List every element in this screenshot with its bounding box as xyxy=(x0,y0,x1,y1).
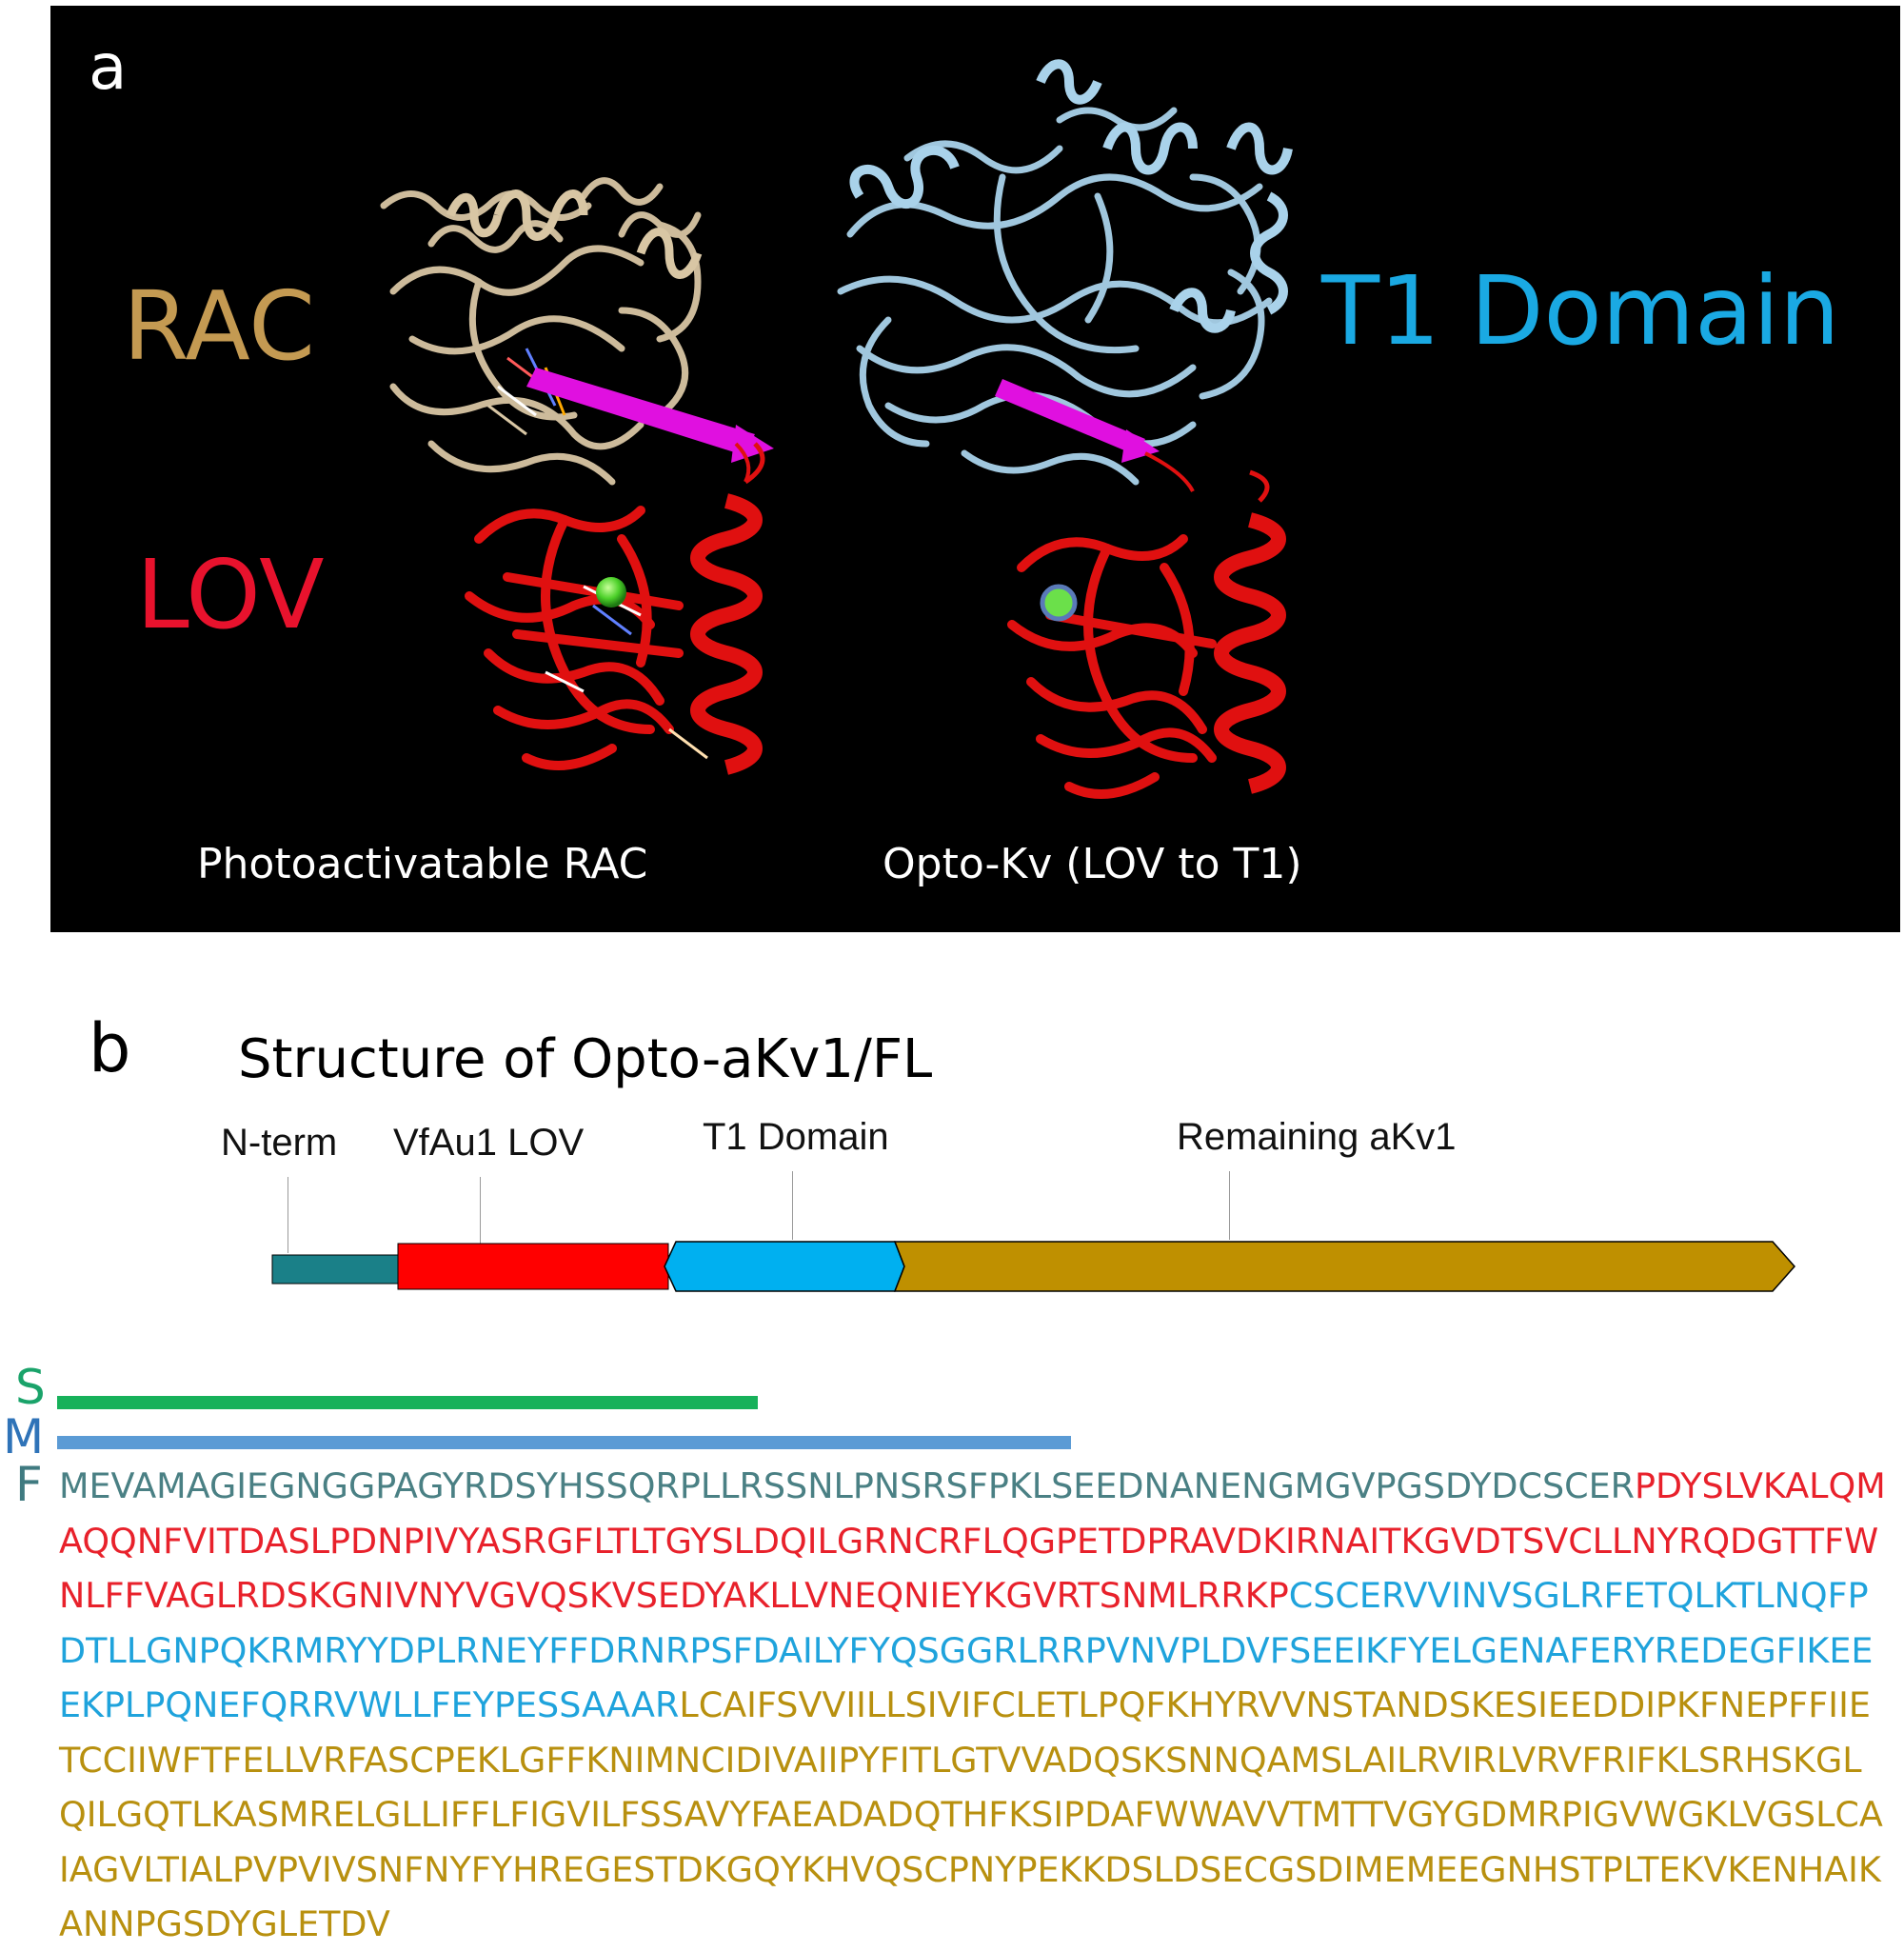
caption-opto-kv: Opto-Kv (LOV to T1) xyxy=(883,840,1302,888)
segment-label-vfau1-lov: VfAu1 LOV xyxy=(393,1122,585,1164)
segment-label-t1-domain: T1 Domain xyxy=(703,1116,889,1158)
segment-label-n-term: N-term xyxy=(221,1122,338,1164)
domain-segment-n-term xyxy=(271,1254,401,1285)
domain-segment-vfau1-lov xyxy=(397,1243,669,1290)
t1-helices xyxy=(849,59,1293,333)
construct-bar-m xyxy=(57,1436,1071,1449)
domain-segment-t1-domain xyxy=(664,1241,905,1292)
sequence-vfau1-lov: PDYSLVKALQMAQQNFVITDASLPDNPIVYASRGFLTLTG… xyxy=(59,1465,1886,1616)
leader-line-remaining-akv1 xyxy=(1229,1171,1230,1240)
rac-label: RAC xyxy=(123,270,315,382)
segment-label-remaining-akv1: Remaining aKv1 xyxy=(1177,1116,1457,1158)
construct-bar-s xyxy=(57,1396,758,1409)
lov-left-ribbon xyxy=(465,506,684,770)
lov-left-chromophore xyxy=(596,577,626,608)
bar-letter-s: S xyxy=(15,1360,46,1415)
amino-acid-sequence: MEVAMAGIEGNGGPAGYRDSYHSSQRPLLRSSNLPNSRSF… xyxy=(59,1459,1889,1952)
lov-label: LOV xyxy=(136,539,325,650)
domain-map xyxy=(271,1241,1796,1292)
leader-line-vfau1-lov xyxy=(480,1177,481,1244)
protein-ribbon-renderings xyxy=(380,59,1293,799)
lov-right-chromophore xyxy=(1040,584,1078,622)
lov-left-helix xyxy=(690,493,763,775)
t1-magenta-strand xyxy=(995,379,1145,455)
caption-photoactivatable-rac: Photoactivatable RAC xyxy=(197,840,648,888)
rac-magenta-strand xyxy=(526,368,755,455)
panel-b-letter: b xyxy=(89,1009,131,1087)
bar-letter-m: M xyxy=(3,1409,45,1464)
lov-right-ribbon xyxy=(1007,534,1217,799)
t1-ribbon xyxy=(837,107,1273,486)
leader-line-t1-domain xyxy=(792,1171,793,1240)
bar-letter-f: F xyxy=(15,1457,43,1512)
panel-a-structure-image: a xyxy=(50,6,1900,932)
domain-segment-remaining-akv1 xyxy=(893,1241,1796,1292)
sequence-t1-domain: CSCERVVINVSGLRFETQLKTLNQFPDTLLGNPQKRMRYY… xyxy=(59,1575,1874,1725)
sequence-n-term: MEVAMAGIEGNGGPAGYRDSYHSSQRPLLRSSNLPNSRSF… xyxy=(59,1465,1636,1506)
t1-domain-label: T1 Domain xyxy=(1321,255,1840,367)
rac-helices xyxy=(446,189,703,279)
lov-right-helix xyxy=(1214,512,1286,794)
construct-title: Structure of Opto-aKv1/FL xyxy=(238,1028,933,1090)
panel-a-letter: a xyxy=(89,30,128,104)
sequence-remaining-akv1: LCAIFSVVIILLSIVIFCLETLPQFKHYRVVNSTANDSKE… xyxy=(59,1684,1883,1944)
rac-ribbon xyxy=(380,177,702,486)
